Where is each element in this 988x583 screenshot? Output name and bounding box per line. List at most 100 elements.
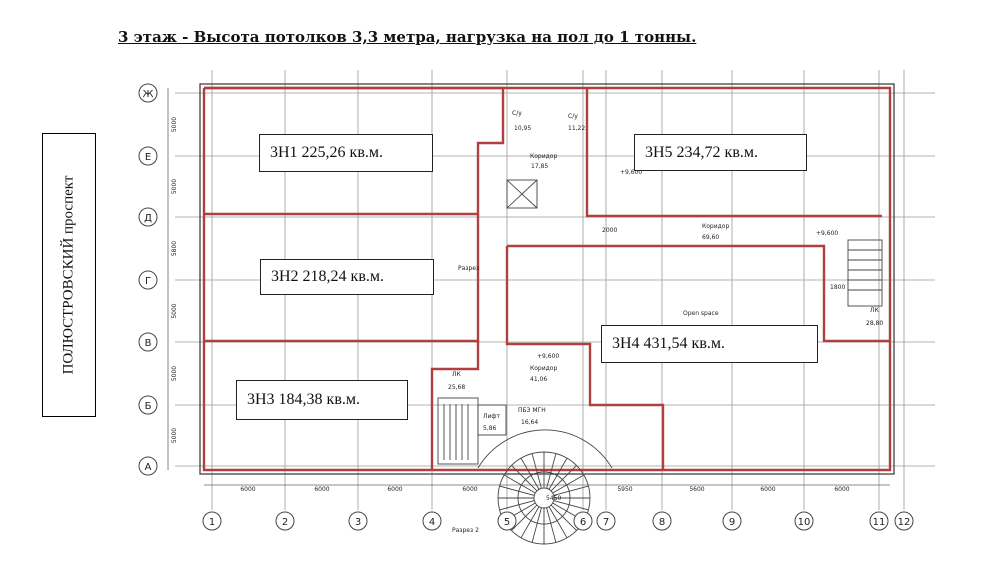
col-axis-label: 3 [355,517,361,528]
rotunda-spoke [552,474,585,494]
col-dimension: 6000 [314,486,329,493]
unit-label-3h1: 3Н1 225,26 кв.м. [259,134,433,172]
plan-text-elev2: +9,600 [537,353,559,360]
col-axis-label: 11 [873,517,886,528]
row-axis-label: Б [145,401,152,412]
rotunda-spoke [531,507,542,543]
rotunda-spoke [546,453,557,489]
plan-text-corridor-right-area: 69,60 [702,234,719,241]
unit-boundaries [202,86,892,472]
rotunda-spoke [553,485,589,496]
col-axis-bubble [275,511,295,531]
col-axis-bubble [894,511,914,531]
boundary-3h4-left [505,246,665,470]
unit-label-3h2: 3Н2 218,24 кв.м. [260,259,434,295]
unit-label-3h3: 3Н3 184,38 кв.м. [236,380,408,420]
plan-text-lk-area: 25,68 [448,384,465,391]
row-axis-bubble [138,146,158,166]
rotunda-spoke [511,465,538,492]
unit-label-3h4: 3Н4 431,54 кв.м. [601,325,818,363]
col-dimension: 6000 [240,486,255,493]
plan-text-lift: Лифт [483,413,501,420]
lift-shaft-2 [477,404,507,436]
col-axis-label: 12 [898,517,911,528]
row-axis-bubble [138,332,158,352]
col-dimension: 6000 [834,486,849,493]
row-dimension: 5000 [171,117,178,132]
street-label-box: ПОЛЮСТРОВСКИЙ проспект [42,133,96,417]
plan-text-elev1: +9,600 [816,230,838,237]
rotunda-spoke [550,504,577,531]
col-axis-bubble [794,511,814,531]
rotunda-spoke [503,474,536,494]
col-axis-label: 9 [729,517,735,528]
page-title: 3 этаж - Высота потолков 3,3 метра, нагр… [118,28,697,46]
plan-text-pbz: ПБЗ МГН [518,407,546,414]
row-dimension: 5800 [171,241,178,256]
col-axis-label: 10 [798,517,811,528]
rotunda-spokes [498,452,590,544]
rotunda-spoke [520,457,540,490]
plan-text-wc2-area: 11,22 [568,125,585,132]
plan-text-elev3: +9,600 [620,169,642,176]
rotunda-spoke [499,500,535,511]
plan-text-lk-right: ЛК [870,307,880,314]
rotunda-spoke [499,485,535,496]
rotunda-spoke [550,465,577,492]
rotunda-spoke [548,506,568,539]
col-axis-label: 5 [504,517,510,528]
plan-texts: Коридор17,85С/у10,95С/у11,22Коридор69,60… [448,110,883,534]
row-dimension: 5000 [171,179,178,194]
col-axis-bubble [596,511,616,531]
col-dimension: 5950 [617,486,632,493]
rotunda-spoke [520,506,540,539]
row-axis-label: А [145,462,152,473]
plan-text-dim-2000: 2000 [602,227,617,234]
rotunda-spoke [511,504,538,531]
col-axis-bubble [652,511,672,531]
row-axis-bubble [138,83,158,103]
row-dimension: 5000 [171,428,178,443]
boundary-3h3-right [430,341,480,470]
exterior-wall [199,83,895,475]
stair-right [847,239,883,307]
plan-text-open-space: Open space [683,310,719,317]
row-axis-bubble [138,207,158,227]
plan-text-corridor-right: Коридор [702,223,729,230]
plan-text-section-mid: Разрез [458,265,479,272]
col-dimension: 6000 [462,486,477,493]
boundary-3h4 [507,244,890,343]
plan-text-lift-area: 5,86 [483,425,497,432]
col-axis-label: 2 [282,517,288,528]
col-axis-bubble [573,511,593,531]
plan-text-corridor-bottom: Коридор [530,365,557,372]
col-dimension: 5600 [689,486,704,493]
row-axis-label: В [145,338,152,349]
rotunda-spoke [553,500,589,511]
boundary-outer [202,86,892,472]
row-axis-bubble [138,456,158,476]
plan-text-rotunda: 5450 [546,495,561,502]
boundary-3h5 [585,88,882,218]
row-axis-bubble [138,395,158,415]
row-axis-bubble [138,270,158,290]
plan-text-dim-1800: 1800 [830,284,845,291]
unit-label-3h5: 3Н5 234,72 кв.м. [634,134,807,171]
col-axis-bubble [869,511,889,531]
col-dimension: 6000 [760,486,775,493]
plan-text-lk: ЛК [452,371,462,378]
plan-text-pbz-area: 16,64 [521,419,538,426]
plan-text-wc2: С/у [568,113,578,120]
rotunda-spoke [546,507,557,543]
row-axis-label: Е [145,152,151,163]
col-axis-label: 4 [429,517,435,528]
lift-shaft [506,179,538,209]
col-axis-label: 6 [580,517,586,528]
plan-text-corridor-bottom-area: 41,06 [530,376,547,383]
col-axis-label: 8 [659,517,665,528]
plan-text-corridor-top: Коридор [530,153,557,160]
